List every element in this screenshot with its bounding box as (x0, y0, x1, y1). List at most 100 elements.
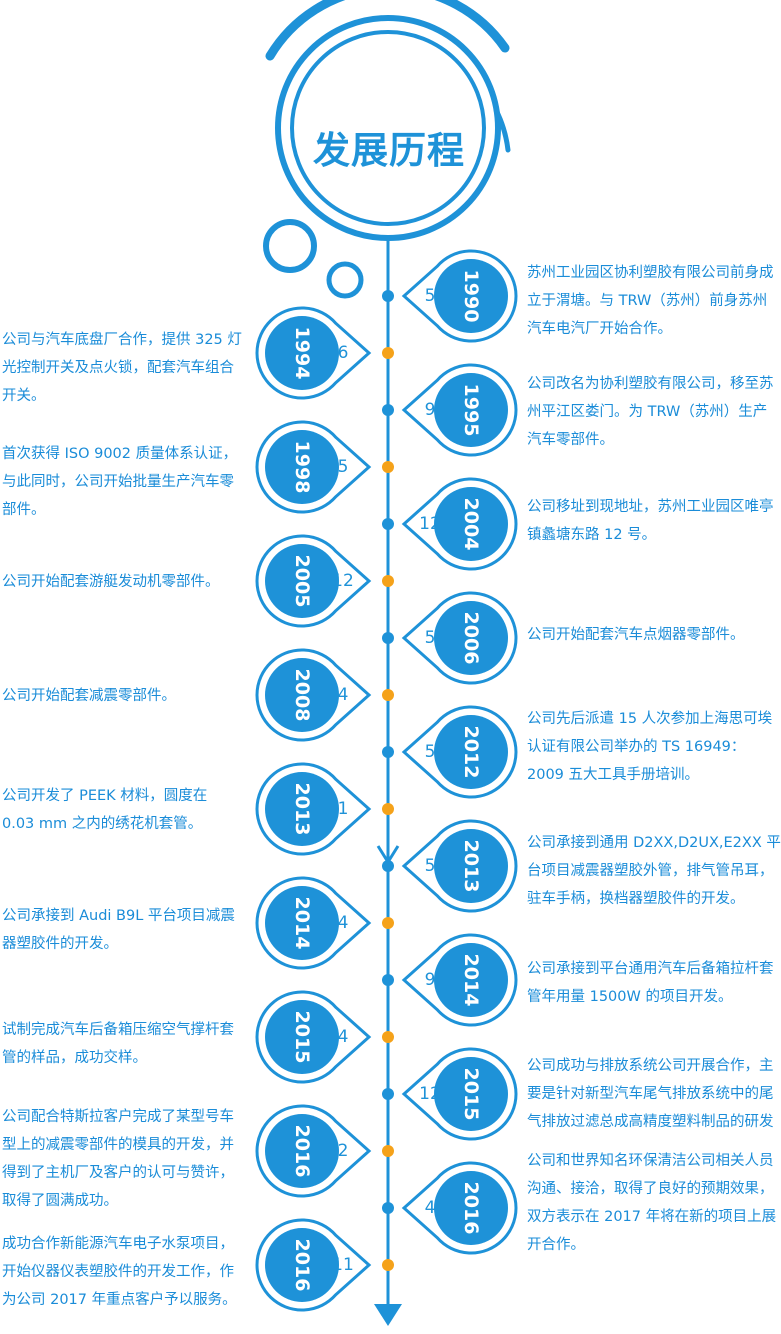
month-label: 6 (338, 343, 349, 363)
timeline-dot (382, 632, 394, 644)
year-label: 2013 (460, 840, 482, 893)
bubble-large (263, 219, 317, 273)
month-label: 12 (332, 571, 354, 591)
entry-description: 公司与汽车底盘厂合作，提供 325 灯光控制开关及点火锁，配套汽车组合开关。 (2, 332, 242, 404)
month-label: 5 (338, 457, 349, 477)
entry-description: 公司移址到现地址，苏州工业园区唯亭镇蠡塘东路 12 号。 (527, 499, 774, 543)
month-label: 12 (419, 1084, 441, 1104)
year-label: 2016 (291, 1239, 313, 1292)
entry-description: 公司开始配套游艇发动机零部件。 (2, 574, 220, 590)
year-circle (434, 943, 508, 1017)
month-label: 5 (425, 286, 436, 306)
year-label: 2014 (291, 897, 313, 950)
page-title: 发展历程 (313, 129, 465, 172)
timeline-dot (382, 1202, 394, 1214)
month-label: 9 (425, 970, 436, 990)
timeline-dot (382, 1031, 394, 1043)
timeline-entry: 2016 2 (255, 1104, 394, 1198)
timeline-dot (382, 974, 394, 986)
entry-description: 公司先后派遣 15 人次参加上海思可埃认证有限公司举办的 TS 16949：20… (527, 711, 773, 783)
timeline-entry: 2016 4 (382, 1161, 518, 1255)
timeline-dot (382, 461, 394, 473)
month-label: 9 (425, 400, 436, 420)
year-circle (434, 259, 508, 333)
month-label: 4 (338, 913, 349, 933)
entry-description: 公司开发了 PEEK 材料，圆度在 0.03 mm 之内的绣花机套管。 (2, 788, 208, 832)
timeline-dot (382, 689, 394, 701)
timeline-entry: 2016 11 (255, 1218, 394, 1312)
year-label: 1995 (460, 384, 482, 437)
year-label: 2016 (460, 1182, 482, 1235)
year-circle (265, 772, 339, 846)
month-label: 12 (419, 514, 441, 534)
year-circle (434, 829, 508, 903)
timeline-entry: 2015 12 (382, 1047, 518, 1141)
year-circle (265, 430, 339, 504)
year-label: 1990 (460, 270, 482, 323)
timeline-entry: 1994 6 (255, 306, 394, 400)
timeline-dot (382, 746, 394, 758)
entry-description: 苏州工业园区协利塑胶有限公司前身成立于渭塘。与 TRW（苏州）前身苏州汽车电汽厂… (527, 265, 774, 337)
month-label: 11 (332, 1255, 354, 1275)
month-label: 4 (338, 685, 349, 705)
timeline-dot (382, 575, 394, 587)
timeline-entry: 2013 5 (382, 819, 518, 913)
timeline-entry: 1998 5 (255, 420, 394, 514)
month-label: 4 (425, 1198, 436, 1218)
timeline-entry: 1995 9 (382, 363, 518, 457)
month-label: 2 (338, 1141, 349, 1161)
year-label: 2004 (460, 498, 482, 551)
year-circle (265, 1228, 339, 1302)
entry-description: 公司承接到平台通用汽车后备箱拉杆套管年用量 1500W 的项目开发。 (527, 961, 774, 1005)
header-arc-small (493, 107, 511, 153)
entry-description: 公司承接到 Audi B9L 平台项目减震器塑胶件的开发。 (2, 908, 235, 952)
year-label: 1998 (291, 441, 313, 494)
header-ring-inner (290, 30, 486, 226)
entry-description: 公司成功与排放系统公司开展合作，主要是针对新型汽车尾气排放系统中的尾气排放过滤总… (527, 1058, 774, 1130)
year-circle (265, 544, 339, 618)
year-label: 2008 (291, 669, 313, 722)
month-label: 4 (338, 1027, 349, 1047)
timeline-entry: 2004 12 (382, 477, 518, 571)
timeline-dot (382, 290, 394, 302)
entry-description: 公司和世界知名环保清洁公司相关人员沟通、接洽，取得了良好的预期效果，双方表示在 … (527, 1153, 777, 1253)
month-label: 5 (425, 742, 436, 762)
timeline-entry: 2014 4 (255, 876, 394, 970)
year-circle (265, 886, 339, 960)
year-circle (434, 487, 508, 561)
year-label: 2012 (460, 726, 482, 779)
year-label: 2014 (460, 954, 482, 1007)
month-label: 5 (425, 856, 436, 876)
timeline-dot (382, 1145, 394, 1157)
month-label: 1 (338, 799, 349, 819)
timeline-entry: 2012 5 (382, 705, 518, 799)
axis-arrow-end (374, 1304, 402, 1326)
year-circle (434, 601, 508, 675)
year-circle (265, 1000, 339, 1074)
entry-description: 首次获得 ISO 9002 质量体系认证，与此同时，公司开始批量生产汽车零部件。 (2, 446, 238, 518)
year-label: 1994 (291, 327, 313, 380)
timeline-dot (382, 1259, 394, 1271)
month-label: 5 (425, 628, 436, 648)
timeline-entry: 2008 4 (255, 648, 394, 742)
year-circle (265, 1114, 339, 1188)
year-circle (434, 1057, 508, 1131)
entry-description: 公司开始配套汽车点烟器零部件。 (527, 627, 745, 643)
entry-description: 公司配合特斯拉客户完成了某型号车型上的减震零部件的模具的开发，并得到了主机厂及客… (2, 1109, 234, 1209)
year-label: 2015 (460, 1068, 482, 1121)
timeline-dot (382, 803, 394, 815)
timeline-entry: 1990 5 (382, 249, 518, 343)
timeline-dot (382, 404, 394, 416)
year-circle (434, 1171, 508, 1245)
year-circle (265, 658, 339, 732)
bubble-small (326, 261, 364, 299)
year-label: 2016 (291, 1125, 313, 1178)
year-circle (434, 715, 508, 789)
year-label: 2013 (291, 783, 313, 836)
entry-description: 公司开始配套减震零部件。 (2, 688, 176, 704)
timeline-entry: 2013 1 (255, 762, 394, 856)
